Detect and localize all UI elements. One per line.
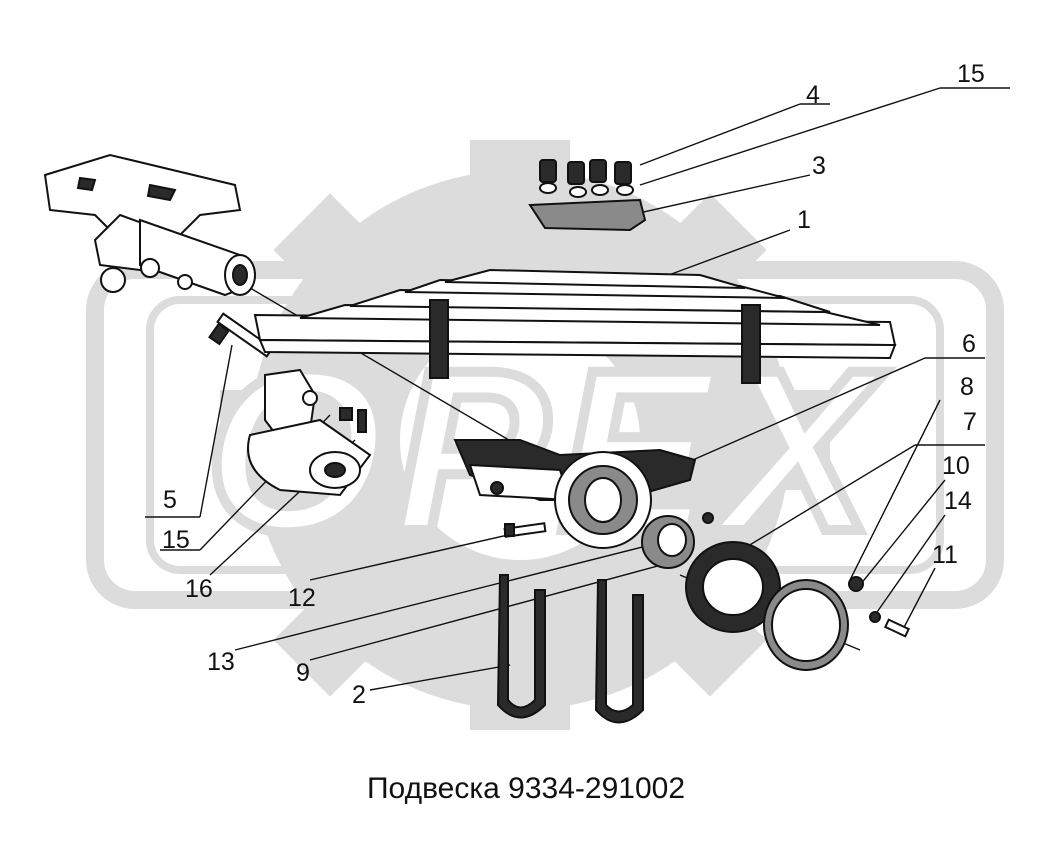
leaf-spring-1	[253, 268, 897, 384]
leader-lines	[145, 87, 1010, 691]
bolt-12	[503, 522, 547, 538]
callout-6: 6	[962, 330, 976, 358]
clamp-16	[247, 368, 372, 497]
cover-8	[763, 579, 849, 671]
callout-2: 2	[352, 681, 366, 709]
bushing-9	[641, 512, 714, 569]
callout-15-left: 15	[162, 526, 190, 554]
fasteners-10-14-11	[848, 576, 910, 638]
callout-3: 3	[812, 152, 826, 180]
callout-15-top: 15	[957, 60, 985, 88]
pad-3	[528, 198, 647, 232]
u-bolts-2	[496, 574, 644, 724]
callout-8: 8	[960, 373, 974, 401]
nuts-4	[539, 159, 634, 198]
callout-10: 10	[942, 452, 970, 480]
callout-9: 9	[296, 659, 310, 687]
callout-13: 13	[207, 648, 235, 676]
callout-5: 5	[163, 486, 177, 514]
callout-14: 14	[944, 487, 972, 515]
callout-7: 7	[963, 408, 977, 436]
hub-housing-6	[453, 439, 697, 549]
callout-1: 1	[797, 206, 811, 234]
callout-11: 11	[932, 541, 958, 569]
callout-labels: 1 2 3 4 5 6 7 8 9 10 11 12 13 14 15 15 1…	[162, 60, 985, 709]
callout-12: 12	[288, 584, 316, 612]
diagram-caption: Подвеска 9334-291002	[366, 772, 686, 805]
callout-4: 4	[806, 81, 820, 109]
callout-16: 16	[185, 575, 213, 603]
seal-7	[685, 541, 781, 633]
spring-bracket	[43, 153, 256, 297]
